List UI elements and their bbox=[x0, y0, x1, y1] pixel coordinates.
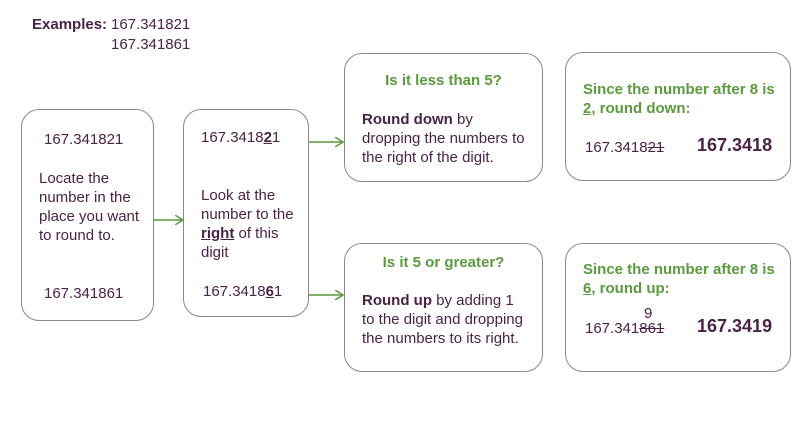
greater-box: Is it 5 or greater? Round up by adding 1… bbox=[344, 243, 543, 372]
round-down-label: Round down bbox=[362, 111, 453, 128]
round-down-title-before: Since the number after 8 is bbox=[583, 81, 775, 98]
look-number-bottom-suffix: 1 bbox=[273, 283, 283, 300]
round-up-number-prefix: 167.341 bbox=[585, 320, 640, 337]
look-number-top-prefix: 167.3418 bbox=[201, 129, 264, 146]
round-down-result-value: 167.3418 bbox=[697, 135, 773, 155]
greater-description: Round up by adding 1 to the digit and dr… bbox=[362, 291, 527, 348]
round-up-result-value: 167.3419 bbox=[697, 316, 773, 336]
locate-number-bottom: 167.341861 bbox=[44, 285, 124, 302]
round-down-original-number: 167.341821 bbox=[585, 138, 664, 157]
less-than-box: Is it less than 5? Round down by droppin… bbox=[344, 53, 543, 182]
look-text-before: Look at the number to the bbox=[201, 187, 294, 223]
round-up-result-title: Since the number after 8 is 6, round up: bbox=[583, 260, 783, 298]
example-number-1: 167.341821 bbox=[111, 16, 191, 33]
look-number-top: 167.341821 bbox=[201, 128, 280, 147]
examples-label: Examples: bbox=[32, 16, 108, 33]
look-number-top-digit: 2 bbox=[263, 129, 272, 146]
less-than-title: Is it less than 5? bbox=[385, 72, 502, 89]
round-up-title-before: Since the number after 8 is bbox=[583, 261, 775, 278]
less-than-description: Round down by dropping the numbers to th… bbox=[362, 110, 534, 167]
round-up-carry-digit: 9 bbox=[644, 305, 653, 322]
greater-title: Is it 5 or greater? bbox=[382, 254, 505, 271]
example-number-2: 167.341861 bbox=[111, 36, 191, 53]
round-down-number-struck: 21 bbox=[647, 139, 665, 156]
round-down-text: by dropping the numbers to the right of … bbox=[362, 111, 525, 166]
round-up-text: by adding 1 to the digit and dropping th… bbox=[362, 292, 523, 347]
round-down-result-title: Since the number after 8 is 2, round dow… bbox=[583, 80, 783, 118]
look-instruction: Look at the number to the right of this … bbox=[201, 186, 301, 262]
locate-instruction: Locate the number in the place you want … bbox=[39, 170, 140, 244]
round-up-label: Round up bbox=[362, 292, 432, 309]
round-up-result-box: Since the number after 8 is 6, round up:… bbox=[565, 243, 791, 372]
look-number-bottom: 167.341861 bbox=[203, 282, 282, 301]
round-down-title-digit: 2 bbox=[583, 100, 592, 117]
look-box: 167.341821 Look at the number to the rig… bbox=[183, 109, 309, 317]
look-number-bottom-digit: 6 bbox=[265, 283, 274, 300]
look-text-after: of this digit bbox=[201, 225, 279, 261]
look-text-right: right bbox=[201, 225, 235, 242]
look-number-bottom-prefix: 167.3418 bbox=[203, 283, 266, 300]
round-up-title-after: , round up: bbox=[591, 280, 670, 297]
round-up-title-digit: 6 bbox=[583, 280, 592, 297]
round-up-number-struck: 861 bbox=[639, 320, 665, 337]
round-up-original-number: 167.341861 bbox=[585, 319, 664, 338]
locate-box: 167.341821 Locate the number in the plac… bbox=[21, 109, 154, 321]
round-down-result-box: Since the number after 8 is 2, round dow… bbox=[565, 52, 791, 181]
look-number-top-suffix: 1 bbox=[271, 129, 281, 146]
round-down-number-prefix: 167.3418 bbox=[585, 139, 648, 156]
round-down-title-after: , round down: bbox=[591, 100, 691, 117]
locate-number-top: 167.341821 bbox=[44, 131, 124, 148]
